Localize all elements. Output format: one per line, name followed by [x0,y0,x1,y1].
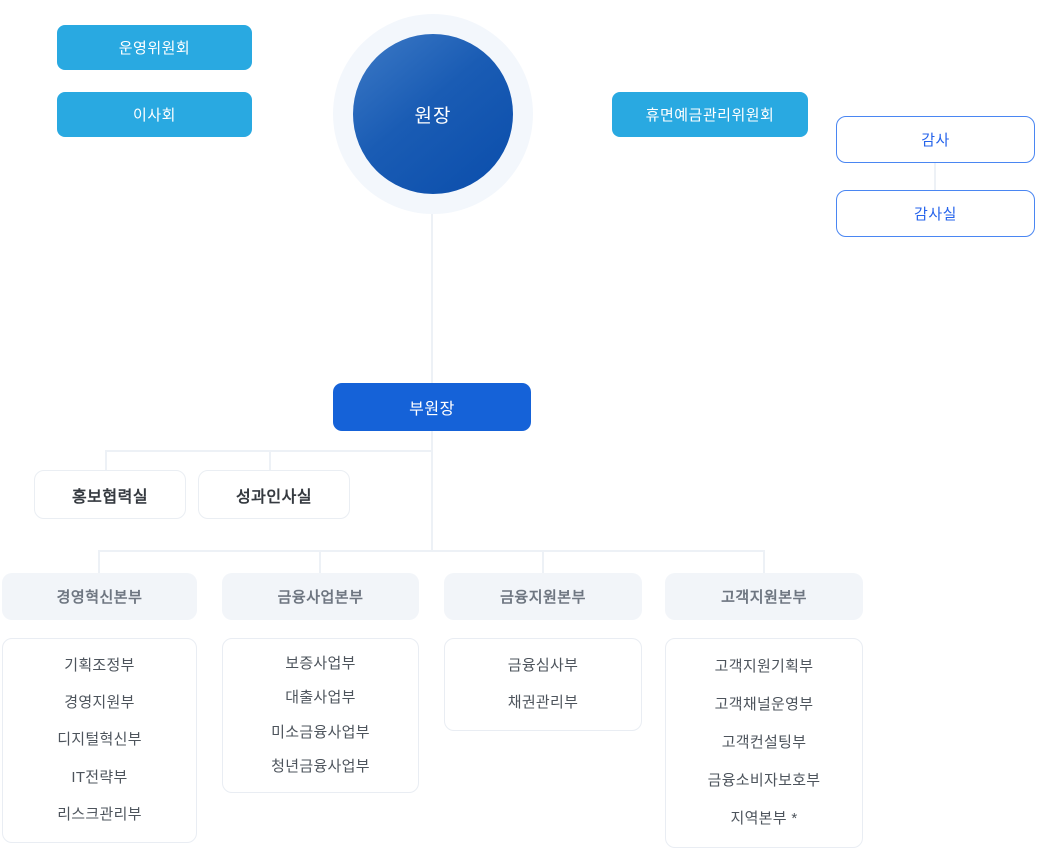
connector-division-stub-4 [763,550,765,573]
department-item: 대출사업부 [285,689,356,707]
auditor-node: 감사 [836,116,1035,163]
president-node: 원장 [353,34,513,194]
department-item: IT전략부 [71,768,128,786]
department-item: 미소금융사업부 [271,723,370,741]
connector-division-stub-3 [542,550,544,573]
connector-president-to-vp [431,212,433,383]
department-item: 금융소비자보호부 [707,772,821,789]
vice-president-node: 부원장 [333,383,531,431]
connector-divisions-horizontal [98,550,765,552]
staff-office-node: 성과인사실 [198,470,350,519]
staff-office-node: 홍보협력실 [34,470,186,519]
department-item: 채권관리부 [507,694,579,711]
department-item: 리스크관리부 [57,805,142,823]
president-label: 원장 [414,105,452,127]
connector-staff-stub-1 [105,450,107,470]
president-halo: 원장 [333,14,533,214]
connector-division-stub-2 [319,550,321,573]
connector-vp-down [431,431,433,552]
department-item: 지역본부 * [730,810,798,827]
division-header: 금융지원본부 [444,573,642,620]
committee-node: 운영위원회 [57,25,252,70]
department-item: 고객지원기획부 [714,658,814,675]
department-item: 기획조정부 [64,657,135,675]
department-item: 고객컨설팅부 [721,734,807,751]
audit-office-node: 감사실 [836,190,1035,237]
connector-auditor-to-office [934,163,936,190]
department-item: 디지털혁신부 [57,731,142,749]
division-header: 금융사업본부 [222,573,419,620]
division-header: 경영혁신본부 [2,573,197,620]
division-header: 고객지원본부 [665,573,863,620]
connector-staff-stub-2 [269,450,271,470]
department-item: 경영지원부 [64,694,135,712]
department-item: 금융심사부 [507,657,579,674]
department-item: 고객채널운영부 [714,696,814,713]
department-item: 청년금융사업부 [271,758,370,776]
connector-division-stub-1 [98,550,100,573]
committee-node: 이사회 [57,92,252,137]
dormant-deposit-committee-node: 휴면예금관리위원회 [612,92,808,137]
department-item: 보증사업부 [285,654,356,672]
